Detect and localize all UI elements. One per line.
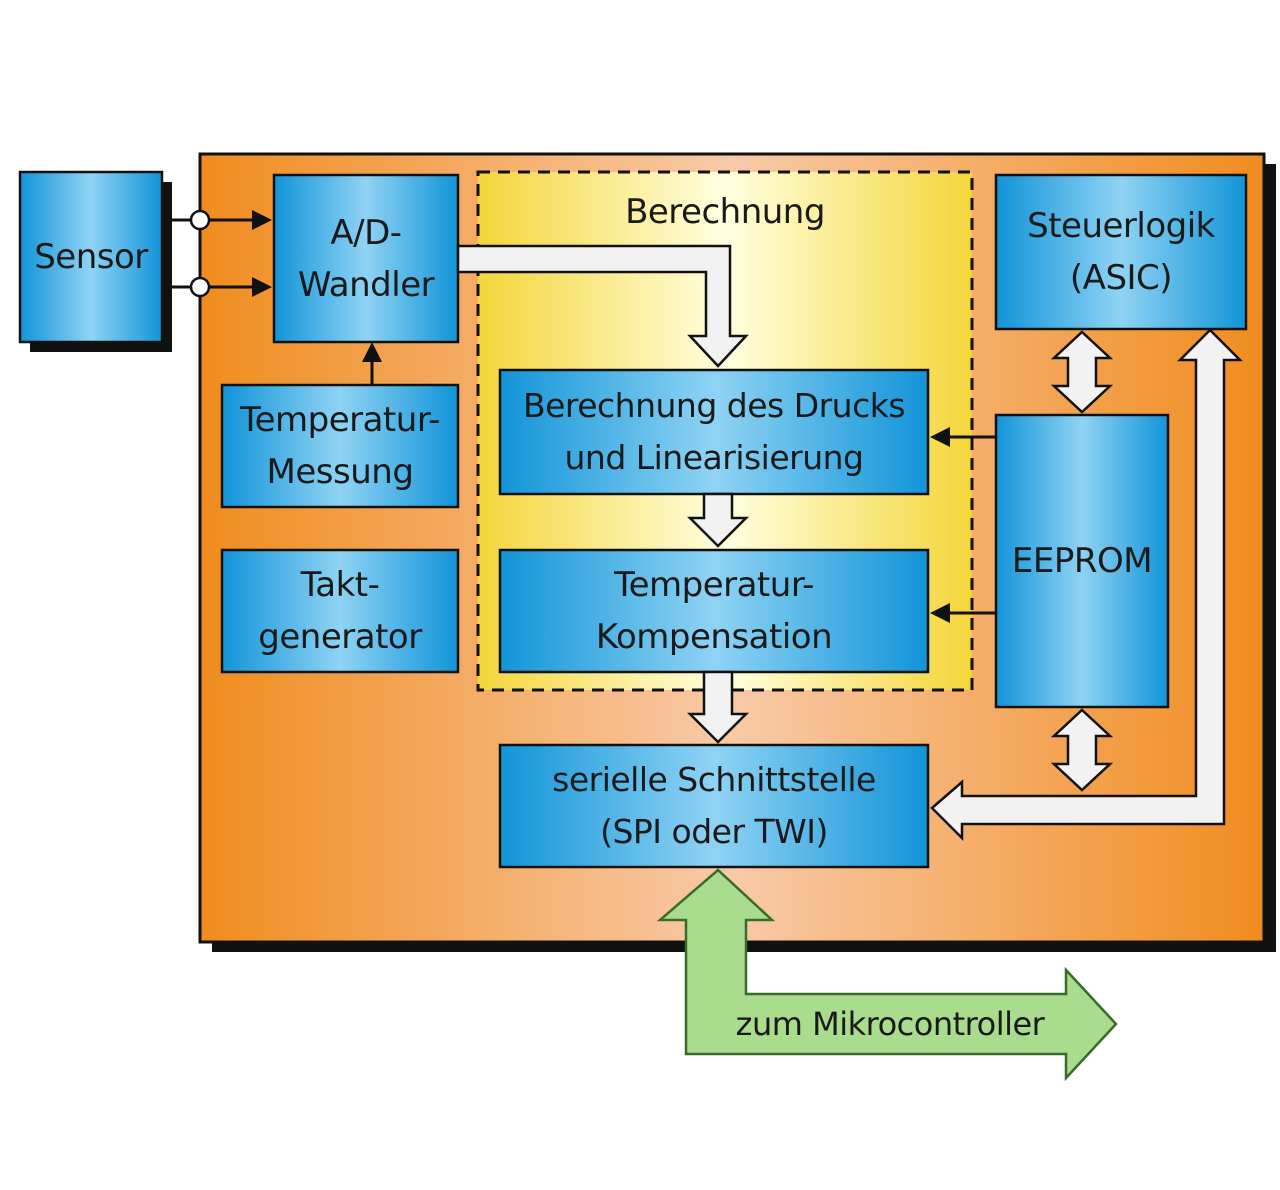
- control-logic-block: [994, 173, 1248, 331]
- serial-control-arrow: [930, 328, 1244, 842]
- pin-bottom: [189, 276, 211, 298]
- comp-to-serial-arrow: [686, 670, 750, 744]
- adc-to-calc-arrow: [456, 244, 749, 368]
- pin-top: [189, 209, 211, 231]
- control-eeprom-arrow: [1050, 330, 1114, 414]
- serial-block: [498, 743, 930, 869]
- arrowhead-adc-bottom: [252, 277, 272, 297]
- arrowhead-eeprom-pressure: [930, 427, 950, 447]
- to-mcu-arrow: [656, 868, 1118, 1082]
- temp-measure-block: [220, 383, 460, 509]
- eeprom-serial-arrow: [1050, 708, 1114, 792]
- sensor-block: [18, 170, 164, 344]
- adc-block: [272, 173, 460, 344]
- arrowhead-eeprom-comp: [930, 603, 950, 623]
- pressure-calc-block: [498, 368, 930, 496]
- arrowhead-adc-top: [252, 210, 272, 230]
- temp-comp-block: [498, 548, 930, 674]
- arrowhead-temp-adc: [362, 342, 382, 362]
- pressure-to-comp-arrow: [686, 492, 750, 548]
- clock-block: [220, 548, 460, 674]
- eeprom-block: [994, 413, 1170, 709]
